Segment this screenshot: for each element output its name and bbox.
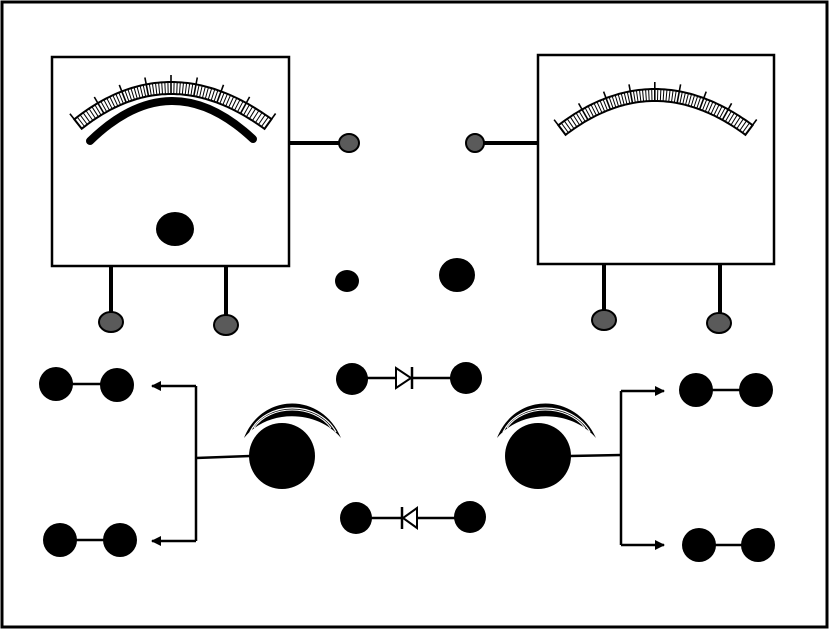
- scale-minor-tick: [660, 89, 661, 101]
- diode-top-right-terminal[interactable]: [450, 362, 482, 394]
- right-meter-side-terminal-icon[interactable]: [466, 134, 484, 152]
- diode-bottom-right-terminal[interactable]: [454, 501, 486, 533]
- scale-minor-tick: [165, 82, 166, 94]
- jack-terminal[interactable]: [39, 367, 73, 401]
- jack-terminal[interactable]: [741, 528, 775, 562]
- jack-terminal[interactable]: [43, 523, 77, 557]
- left-meter-knob[interactable]: [156, 212, 194, 246]
- center-knob-large[interactable]: [439, 258, 475, 292]
- jack-terminal[interactable]: [679, 373, 713, 407]
- left-rotary-knob-icon[interactable]: [249, 423, 315, 489]
- jack-terminal[interactable]: [100, 368, 134, 402]
- jack-terminal[interactable]: [739, 373, 773, 407]
- center-knob-small[interactable]: [335, 270, 359, 292]
- right-meter-housing: [538, 55, 774, 264]
- scale-minor-tick: [649, 89, 650, 101]
- right-meter-terminal-1-icon[interactable]: [592, 310, 616, 330]
- jack-terminal[interactable]: [682, 528, 716, 562]
- right-meter-terminal-2-icon[interactable]: [707, 313, 731, 333]
- left-meter-terminal-1-icon[interactable]: [99, 312, 123, 332]
- scale-minor-tick: [177, 82, 178, 94]
- jack-terminal[interactable]: [103, 523, 137, 557]
- left-meter-side-terminal-icon[interactable]: [339, 134, 359, 152]
- left-meter-terminal-2-icon[interactable]: [214, 315, 238, 335]
- right-rotary-knob-icon[interactable]: [505, 423, 571, 489]
